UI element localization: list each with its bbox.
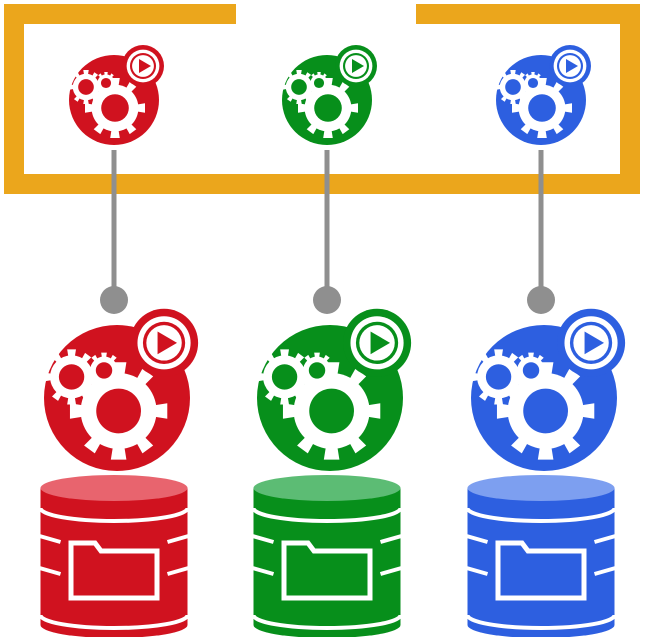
storage-green-database-folder-icon	[251, 475, 403, 637]
small-gear-icon	[471, 349, 527, 405]
large-gear-icon	[85, 78, 145, 138]
small-gear-icon	[496, 70, 530, 104]
play-badge-icon	[335, 45, 377, 87]
group-frame	[4, 4, 640, 194]
tiny-gear-icon	[95, 72, 117, 94]
storage-blue-database-folder-icon	[465, 475, 617, 637]
tiny-gear-icon	[513, 352, 549, 389]
column-red	[38, 45, 199, 637]
large-gear-icon	[69, 362, 168, 460]
connector-node	[100, 286, 128, 314]
play-badge-icon	[129, 308, 199, 377]
folder-icon	[68, 540, 160, 601]
column-green	[251, 45, 412, 637]
play-badge-icon	[556, 308, 626, 377]
storage-red-database-folder-icon	[38, 475, 190, 637]
service-green-gears-play-icon	[257, 308, 412, 471]
tiny-gear-icon	[299, 352, 335, 389]
large-gear-icon	[282, 362, 381, 460]
play-badge-icon	[342, 308, 412, 377]
folder-icon	[281, 540, 373, 601]
small-gear-icon	[282, 70, 316, 104]
process-blue-gears-play-icon	[496, 45, 591, 145]
connector-node	[313, 286, 341, 314]
column-blue	[465, 45, 626, 637]
connector-node	[527, 286, 555, 314]
small-gear-icon	[257, 349, 313, 405]
play-badge-icon	[549, 45, 591, 87]
small-gear-icon	[69, 70, 103, 104]
process-green-gears-play-icon	[282, 45, 377, 145]
large-gear-icon	[512, 78, 572, 138]
small-gear-icon	[43, 349, 100, 405]
large-gear-icon	[496, 362, 595, 460]
tiny-gear-icon	[522, 72, 544, 94]
folder-icon	[495, 540, 587, 601]
play-badge-icon	[122, 45, 164, 87]
service-blue-gears-play-icon	[471, 308, 626, 471]
process-red-gears-play-icon	[69, 45, 164, 145]
tiny-gear-icon	[86, 352, 122, 389]
tiny-gear-icon	[308, 72, 330, 94]
service-red-gears-play-icon	[43, 308, 199, 471]
large-gear-icon	[298, 78, 358, 138]
